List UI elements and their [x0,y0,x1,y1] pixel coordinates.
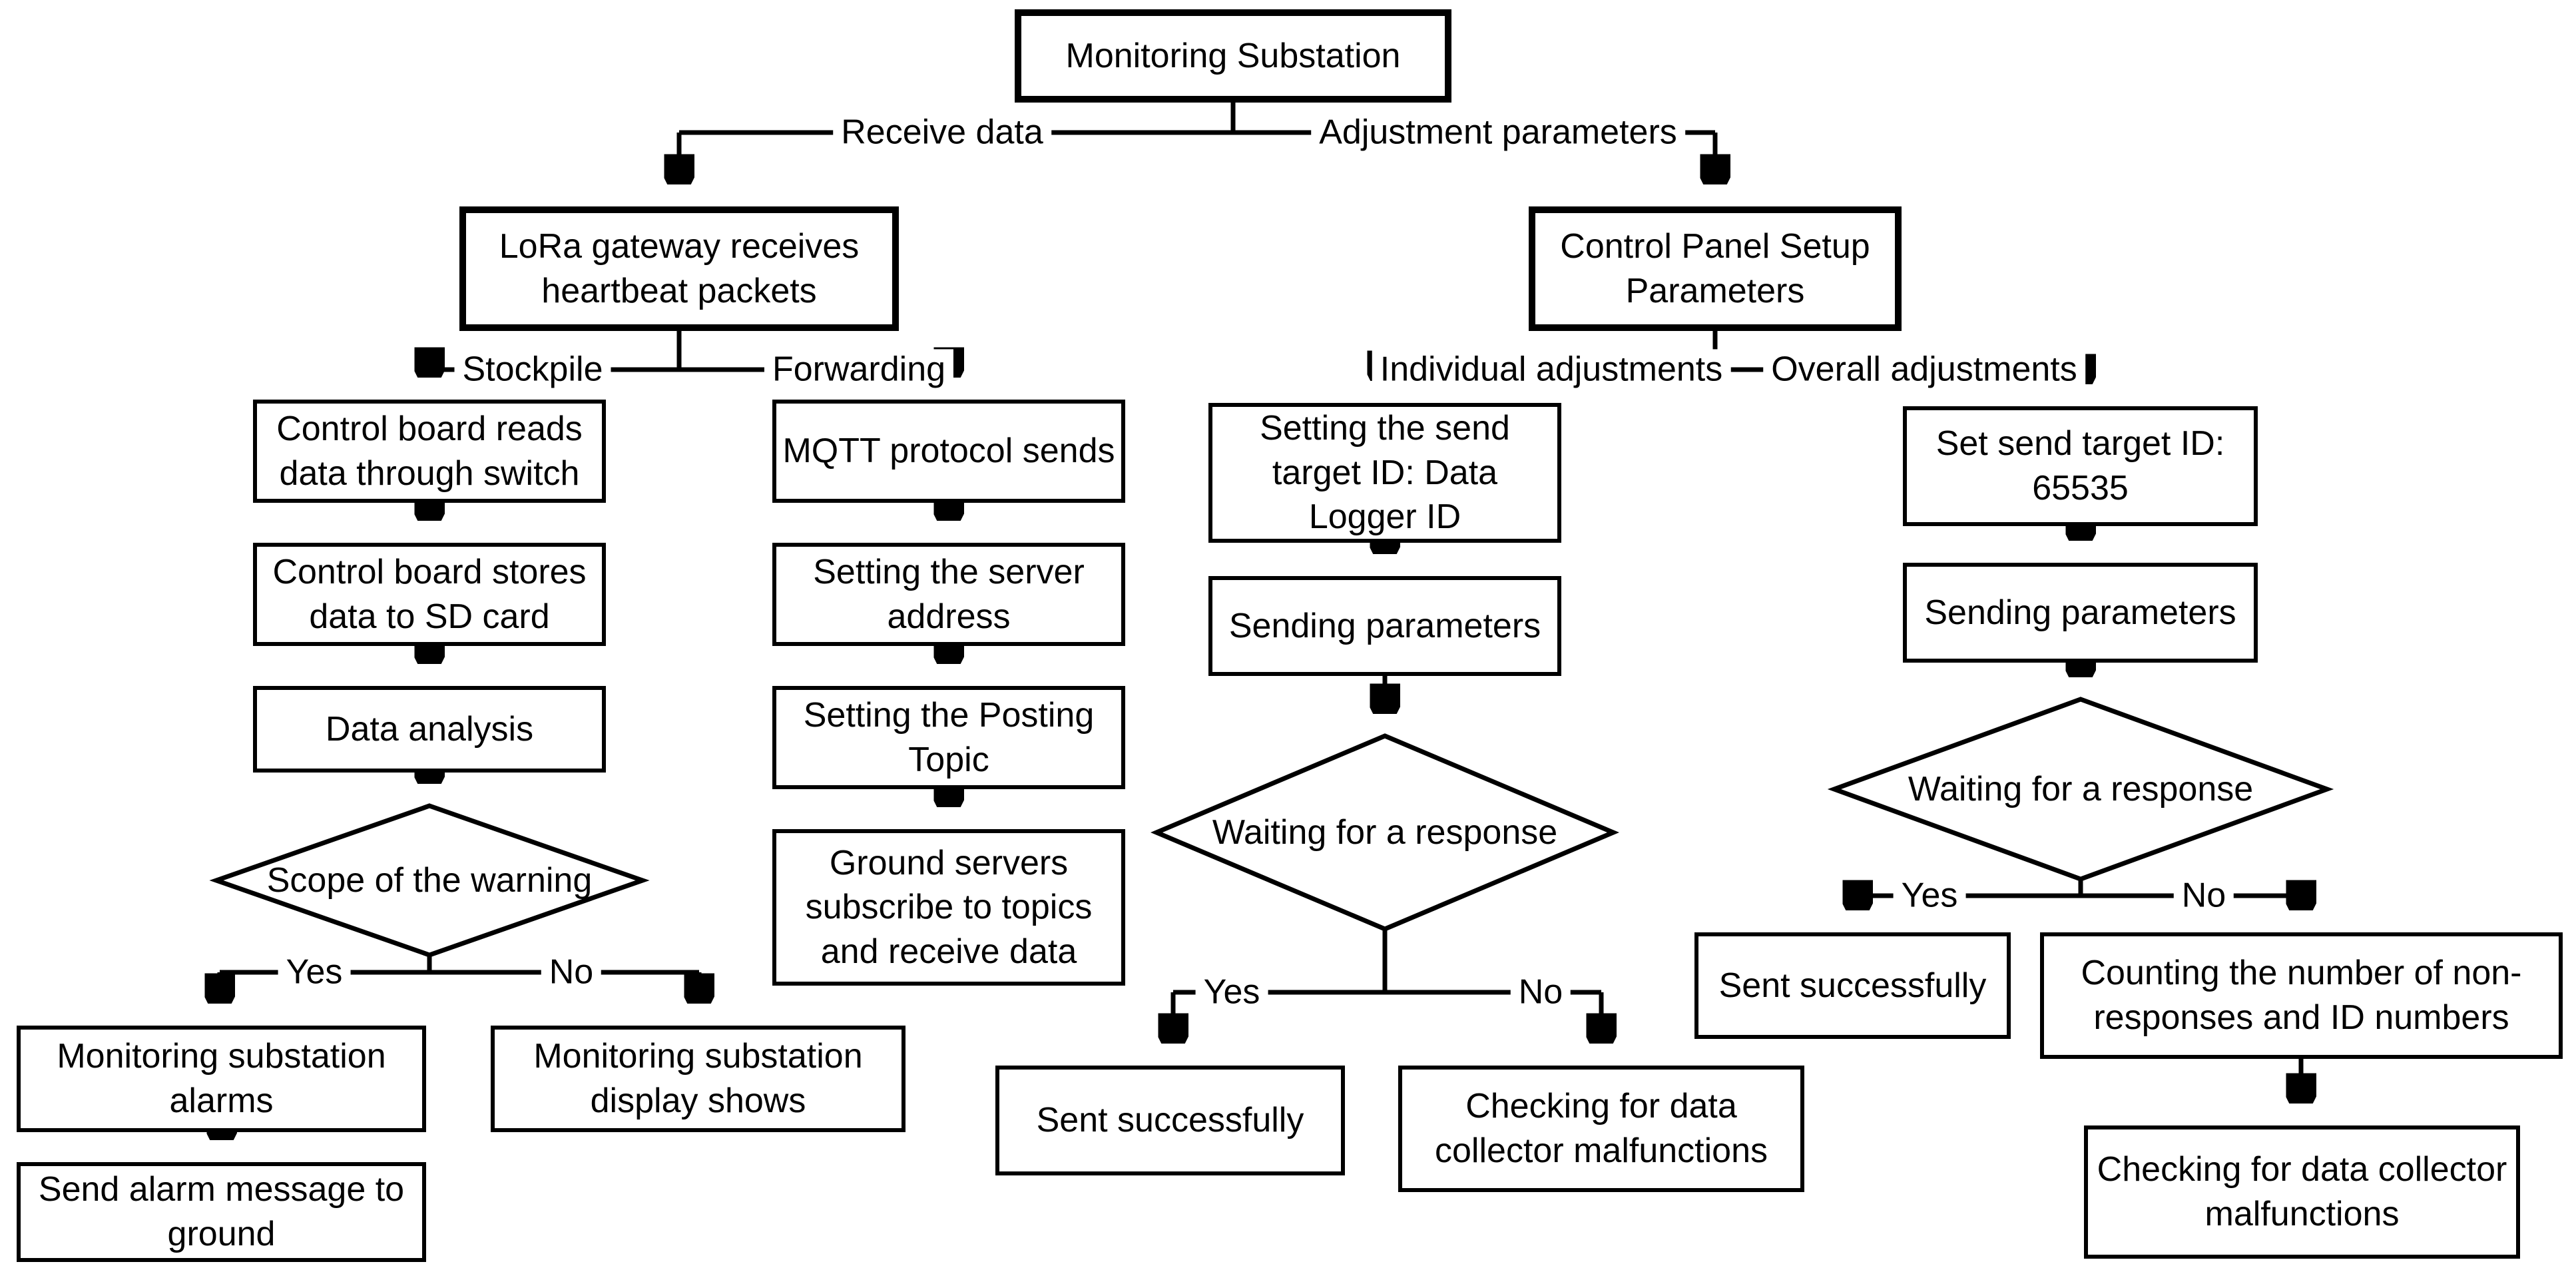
waiting-individual-text: Waiting for a response [1212,812,1558,852]
edge-label-adjustment-parameters: Adjustment parameters [1311,112,1685,153]
node-sent-overall: Sent successfully [1694,932,2011,1039]
node-board-reads-label: Control board reads data through switch [276,409,583,493]
edge-label-individual-adjustments: Individual adjustments [1372,349,1731,390]
node-board-stores: Control board stores data to SD card [253,543,606,646]
edge-label-receive-data: Receive data [833,112,1051,153]
node-display-shows-label: Monitoring substation display shows [533,1037,863,1120]
node-counting-nonresponses-label: Counting the number of non-responses and… [2081,954,2522,1037]
waiting-overall-text: Waiting for a response [1908,769,2254,808]
node-substation-alarms: Monitoring substation alarms [17,1026,426,1132]
node-checking-individual: Checking for data collector malfunctions [1398,1066,1804,1192]
node-data-analysis: Data analysis [253,686,606,773]
node-send-alarm: Send alarm message to ground [17,1162,426,1262]
edge-label-stockpile: Stockpile [454,349,611,390]
node-monitoring-substation-label: Monitoring Substation [1065,36,1401,75]
node-posting-topic-label: Setting the Posting Topic [803,695,1095,779]
node-checking-individual-label: Checking for data collector malfunctions [1435,1087,1768,1170]
node-server-address-label: Setting the server address [813,552,1085,636]
node-sending-params-overall-label: Sending parameters [1924,593,2236,632]
node-set-target-65535: Set send target ID: 65535 [1903,406,2258,526]
edge-label-individual-yes: Yes [1195,972,1268,1013]
node-display-shows: Monitoring substation display shows [491,1026,905,1132]
node-counting-nonresponses: Counting the number of non-responses and… [2040,932,2563,1059]
edge-label-scope-yes: Yes [278,952,351,993]
edge-label-scope-no: No [541,952,602,993]
node-lora-gateway-label: LoRa gateway receives heartbeat packets [499,226,860,310]
node-sending-params-individual: Sending parameters [1208,576,1561,676]
node-posting-topic: Setting the Posting Topic [772,686,1125,789]
node-board-stores-label: Control board stores data to SD card [272,552,587,636]
node-checking-overall: Checking for data collector malfunctions [2084,1125,2520,1259]
node-board-reads: Control board reads data through switch [253,400,606,503]
decision-scope-of-warning-label: Scope of the warning [223,840,636,920]
decision-waiting-individual-label: Waiting for a response [1172,792,1598,872]
node-send-alarm-label: Send alarm message to ground [38,1170,405,1253]
node-sent-individual: Sent successfully [995,1066,1345,1175]
edge-label-overall-adjustments: Overall adjustments [1763,349,2085,390]
node-mqtt-sends: MQTT protocol sends [772,400,1125,503]
node-control-panel: Control Panel Setup Parameters [1529,206,1902,331]
node-ground-servers: Ground servers subscribe to topics and r… [772,829,1125,986]
node-set-target-65535-label: Set send target ID: 65535 [1935,424,2225,507]
node-mqtt-sends-label: MQTT protocol sends [782,432,1115,471]
node-sent-overall-label: Sent successfully [1718,966,1987,1005]
edge-label-forwarding: Forwarding [764,349,954,390]
node-set-target-logger-label: Setting the send target ID: Data Logger … [1260,409,1510,537]
node-set-target-logger: Setting the send target ID: Data Logger … [1208,403,1561,543]
decision-waiting-overall-label: Waiting for a response [1868,749,2294,829]
node-lora-gateway: LoRa gateway receives heartbeat packets [459,206,899,331]
node-sent-individual-label: Sent successfully [1036,1101,1304,1140]
edge-label-overall-yes: Yes [1893,875,1966,916]
node-substation-alarms-label: Monitoring substation alarms [57,1037,386,1120]
node-sending-params-overall: Sending parameters [1903,563,2258,663]
node-data-analysis-label: Data analysis [325,709,534,749]
node-ground-servers-label: Ground servers subscribe to topics and r… [805,843,1093,971]
node-checking-overall-label: Checking for data collector malfunctions [2097,1150,2507,1233]
node-sending-params-individual-label: Sending parameters [1228,606,1541,645]
node-server-address: Setting the server address [772,543,1125,646]
edge-label-individual-no: No [1510,972,1571,1013]
scope-warning-text: Scope of the warning [266,860,593,900]
node-monitoring-substation: Monitoring Substation [1015,9,1451,103]
edge-label-overall-no: No [2173,875,2234,916]
node-control-panel-label: Control Panel Setup Parameters [1560,226,1870,310]
